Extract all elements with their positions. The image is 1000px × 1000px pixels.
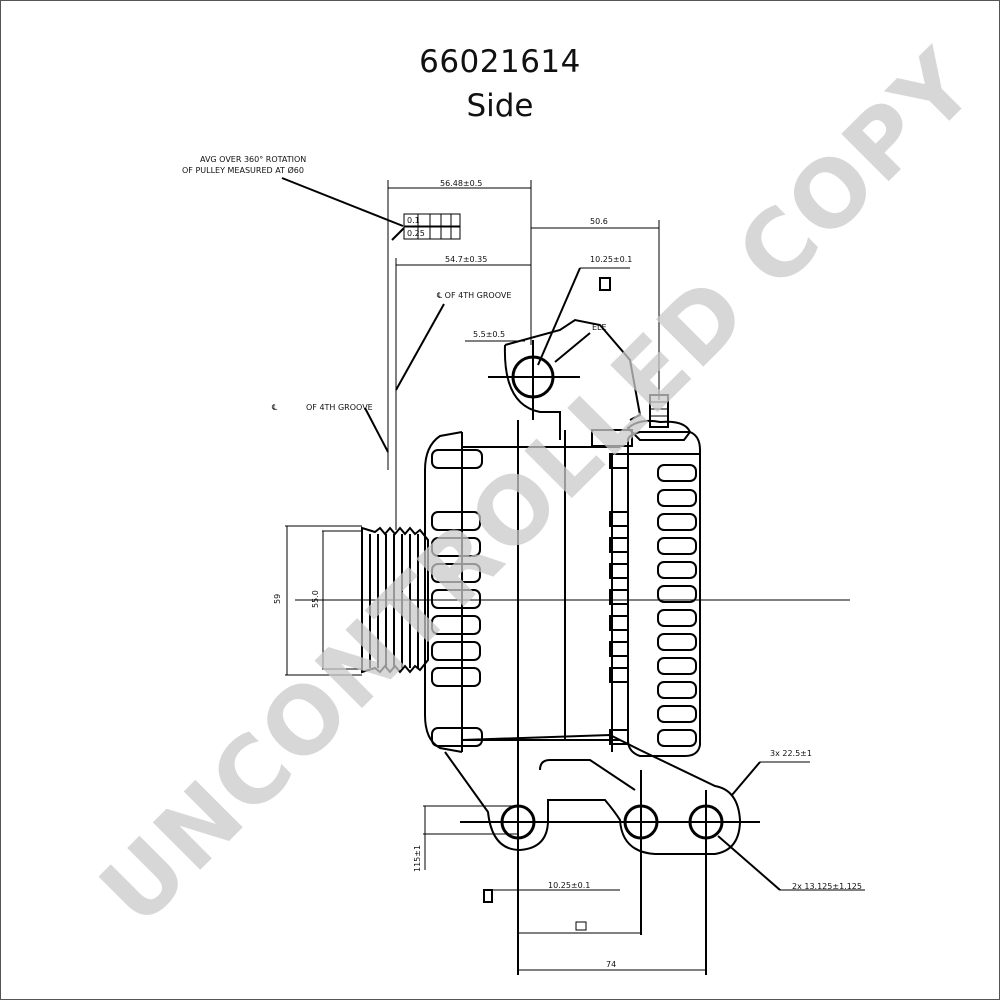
datum-box-bottom — [483, 889, 493, 903]
fcf-r2-c1: 0.25 — [407, 229, 425, 238]
dim-54-7-label: 54.7±0.35 — [445, 255, 487, 264]
bottom-mounting-bracket — [444, 733, 760, 975]
terminal-block — [591, 429, 633, 447]
rear-housing — [609, 431, 701, 757]
groove-note-b-symbol: ℄ — [272, 403, 278, 412]
dim-115-label: 115±1 — [413, 845, 422, 872]
fcf-r1-c1: 0.1 — [407, 216, 420, 225]
dim-115: 115±1 — [413, 805, 518, 872]
datum-box-center — [575, 921, 587, 931]
view-name: Side — [466, 88, 534, 124]
dim-50-6: 50.6 — [531, 217, 660, 400]
datum-box-top — [599, 277, 611, 291]
dim-10-25-top-label: 10.25±0.1 — [590, 255, 632, 264]
dim-50-6-label: 50.6 — [590, 217, 608, 226]
pulley — [361, 526, 429, 674]
dim-2x-label: 2x 13.125±1.125 — [792, 882, 862, 891]
dim-2x: 2x 13.125±1.125 — [717, 835, 865, 891]
groove-note-b: OF 4TH GROOVE — [306, 403, 373, 412]
dim-pulley-59: 59 — [273, 525, 362, 676]
part-number: 66021614 — [419, 44, 581, 80]
dim-3x: 3x 22.5±1 — [731, 749, 812, 796]
dim-10-25-bottom: 10.25±0.1 — [483, 881, 620, 903]
runout-note-line1: AVG OVER 360° ROTATION — [200, 155, 306, 164]
groove-leader-b — [364, 407, 389, 453]
dim-54-7: 54.7±0.35 — [395, 255, 531, 530]
dim-56-48: 56.48±0.5 — [387, 179, 532, 470]
dim-74: 74 — [518, 960, 706, 971]
groove-leader-a — [395, 303, 445, 391]
groove-note-a: ℄ OF 4TH GROOVE — [437, 291, 511, 300]
dim-10-25-top: 10.25±0.1 — [537, 255, 632, 366]
dim-pulley-55: 55.0 — [311, 530, 362, 670]
runout-note-line2: OF PULLEY MEASURED AT Ø60 — [182, 165, 304, 175]
front-cooling-fins — [431, 449, 483, 747]
dim-74-label: 74 — [606, 960, 616, 969]
dim-3x-label: 3x 22.5±1 — [770, 749, 812, 758]
runout-leader — [281, 177, 404, 227]
dim-56-48-label: 56.48±0.5 — [440, 179, 482, 188]
dim-5-5-label: 5.5±0.5 — [473, 330, 505, 339]
dim-59-label: 59 — [273, 594, 282, 604]
feature-control-frame: 0.1 0.25 — [391, 213, 461, 241]
dim-55-label: 55.0 — [311, 590, 320, 608]
dim-elec-label: ELE — [592, 323, 607, 332]
dim-10-25-bottom-label: 10.25±0.1 — [548, 881, 590, 890]
dim-5-5: 5.5±0.5 ELE — [465, 323, 607, 363]
terminal-stud — [626, 394, 692, 441]
top-mounting-ear — [488, 318, 642, 440]
